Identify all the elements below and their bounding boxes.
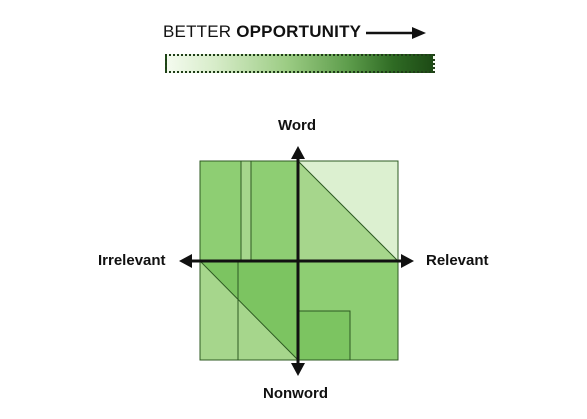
legend-title: BETTER OPPORTUNITY bbox=[163, 22, 361, 42]
arrow-right-icon bbox=[366, 27, 426, 39]
axis-label-bottom: Nonword bbox=[263, 385, 328, 402]
axis-arrow-down-icon bbox=[291, 363, 305, 376]
axis-label-left: Irrelevant bbox=[98, 252, 166, 269]
opportunity-gradient-bar bbox=[165, 54, 435, 73]
axis-label-top: Word bbox=[278, 117, 317, 134]
legend-prefix: BETTER bbox=[163, 22, 232, 41]
axis-arrow-up-icon bbox=[291, 146, 305, 159]
axis-label-right: Relevant bbox=[426, 252, 489, 269]
quadrant-bottom-right-inner bbox=[297, 310, 351, 361]
axis-arrow-left-icon bbox=[179, 254, 192, 268]
quadrant-top-left-inner bbox=[240, 160, 252, 262]
legend-emphasis: OPPORTUNITY bbox=[236, 22, 362, 41]
axis-arrow-right-icon bbox=[401, 254, 414, 268]
